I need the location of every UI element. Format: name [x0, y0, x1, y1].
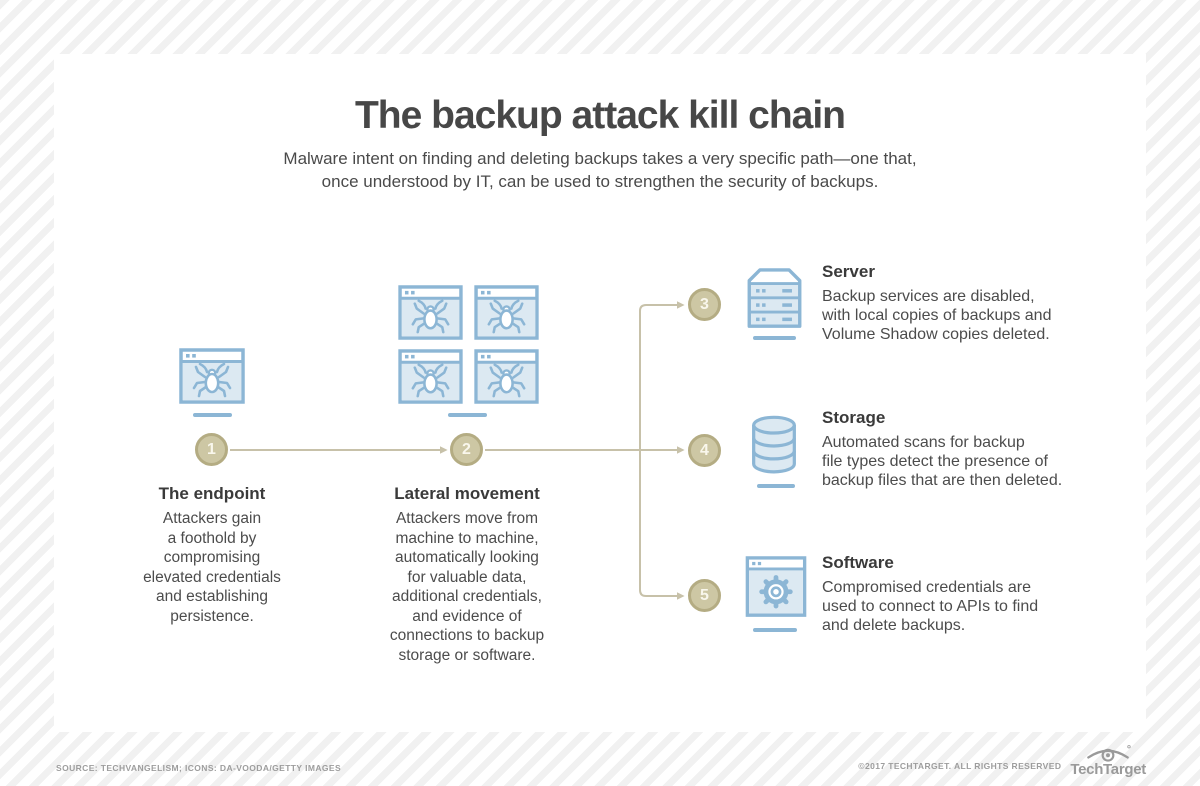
step-desc-server: Backup services are disabled, with local… [822, 288, 1052, 344]
icon-shadow-line [757, 484, 795, 488]
storage-database-icon [748, 415, 800, 476]
step-desc-endpoint: Attackers gain a foothold by compromisin… [143, 510, 281, 625]
page-subtitle: Malware intent on finding and deleting b… [283, 149, 917, 191]
server-icon [747, 268, 802, 334]
step-marker-2: 2 [450, 433, 483, 466]
icon-shadow-line [193, 413, 232, 417]
software-gear-window-icon [745, 556, 807, 619]
icon-shadow-line [753, 628, 797, 632]
step-marker-5: 5 [688, 579, 721, 612]
step-marker-4: 4 [688, 434, 721, 467]
infected-window-grid-icon [398, 285, 539, 404]
techtarget-eye-icon [1087, 745, 1131, 762]
step-label-endpoint: The endpoint [158, 484, 266, 503]
step-number: 1 [207, 440, 216, 458]
step-number: 3 [700, 295, 709, 313]
step-desc-software: Compromised credentials are used to conn… [822, 579, 1039, 635]
step-number: 5 [700, 586, 709, 604]
infected-window-icon [474, 285, 539, 340]
techtarget-logo-text: TechTarget [1070, 761, 1146, 778]
icon-shadow-line [448, 413, 487, 417]
step-marker-1: 1 [195, 433, 228, 466]
techtarget-logo: TechTarget [1070, 743, 1146, 777]
step-label-storage: Storage [822, 408, 886, 427]
infected-window-icon [398, 285, 463, 340]
step-marker-3: 3 [688, 288, 721, 321]
infected-window-icon [474, 349, 539, 404]
step-number: 4 [700, 441, 709, 459]
step-desc-storage: Automated scans for backup file types de… [822, 434, 1063, 490]
icon-shadow-line [753, 336, 796, 340]
infected-window-icon [179, 348, 245, 404]
copyright-text: ©2017 TECHTARGET. ALL RIGHTS RESERVED [858, 761, 1062, 771]
infected-window-icon [398, 349, 463, 404]
step-label-server: Server [822, 262, 875, 281]
source-attribution: SOURCE: TECHVANGELISM; ICONS: DA-VOODA/G… [56, 763, 342, 773]
footer-right: ©2017 TECHTARGET. ALL RIGHTS RESERVED Te… [858, 743, 1146, 777]
step-desc-lateral-movement: Attackers move from machine to machine, … [389, 510, 545, 664]
step-label-software: Software [822, 553, 894, 572]
step-label-lateral-movement: Lateral movement [394, 484, 540, 503]
page-title: The backup attack kill chain [354, 94, 846, 137]
step-number: 2 [462, 440, 471, 458]
